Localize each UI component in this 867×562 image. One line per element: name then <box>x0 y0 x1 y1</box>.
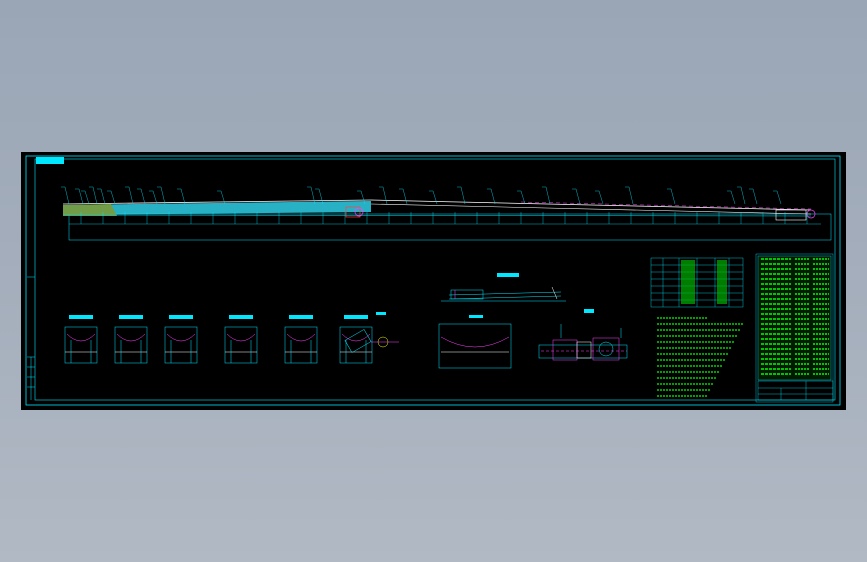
tilted-detail <box>344 312 399 353</box>
title-block <box>757 380 834 401</box>
side-view <box>441 273 566 302</box>
cross-section-details <box>64 312 512 369</box>
section-detail <box>64 315 98 364</box>
tail-section <box>63 204 117 216</box>
section-detail <box>224 315 258 364</box>
inner-frame <box>34 158 836 401</box>
sheet-border <box>25 155 841 406</box>
cad-drawing-sheet <box>25 155 841 406</box>
corner-label-box <box>36 157 64 164</box>
technical-notes <box>657 317 744 397</box>
conveyor-belt-fill <box>63 201 371 215</box>
wide-section-detail <box>438 315 512 369</box>
parts-list <box>755 253 834 403</box>
section-detail <box>284 315 318 364</box>
drive-unit <box>538 309 628 361</box>
section-detail <box>339 315 373 364</box>
left-strip <box>27 276 35 400</box>
section-detail <box>114 315 148 364</box>
conveyor-elevation <box>61 186 832 241</box>
parameter-table <box>650 257 744 308</box>
cad-viewport[interactable] <box>21 152 846 410</box>
section-detail <box>164 315 198 364</box>
